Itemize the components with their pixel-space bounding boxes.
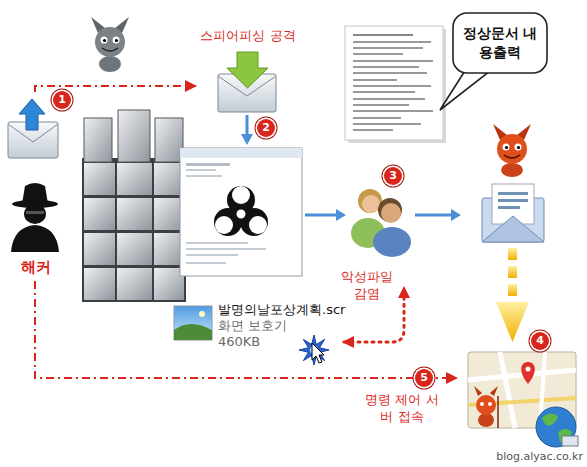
callout-number: 5	[415, 369, 433, 387]
download-arrow	[496, 248, 529, 342]
devil-icon	[91, 17, 129, 72]
click-burst	[299, 335, 329, 365]
callout-number: 2	[257, 119, 275, 137]
cc-server-map	[468, 352, 578, 447]
arrow-label: 악성파일 감염	[336, 268, 398, 302]
phishing-mail-icon	[218, 52, 276, 112]
document-page	[345, 26, 446, 143]
attachment-file: 발명의날포상계획.scr화면 보호기460KB	[170, 300, 351, 352]
bubble-outline	[453, 13, 547, 73]
bubble-outline	[452, 12, 548, 74]
users-icon	[351, 189, 411, 257]
email-window	[180, 148, 302, 276]
hacker-icon	[11, 183, 59, 252]
devil-icon	[493, 124, 531, 177]
callout-number: 4	[531, 332, 549, 350]
file-size: 460KB	[218, 334, 345, 350]
arrow-label: 명령 제어 서버 접속	[364, 391, 440, 425]
firewall-icon	[82, 110, 186, 302]
callout-number: 3	[384, 167, 402, 185]
node-label: 해커	[21, 258, 51, 276]
cc-connection-line	[35, 281, 456, 378]
node-label: 스피어피싱 공격	[200, 27, 295, 44]
outgoing-mail-icon	[8, 99, 58, 158]
document-mail-icon	[482, 184, 544, 242]
watermark: blog.alyac.co.kr	[496, 450, 583, 464]
file-type: 화면 보호기	[218, 318, 345, 334]
file-name: 발명의날포상계획.scr	[218, 302, 345, 318]
attack-envelope: 스피어피싱 공격	[196, 25, 300, 113]
bubble-text: 정상문서 내용출력	[462, 24, 538, 62]
hacker-figure: 해커	[0, 92, 72, 276]
speech-bubble: 정상문서 내용출력	[452, 12, 548, 74]
callout-number: 1	[53, 91, 71, 109]
image-file-icon	[174, 306, 212, 340]
